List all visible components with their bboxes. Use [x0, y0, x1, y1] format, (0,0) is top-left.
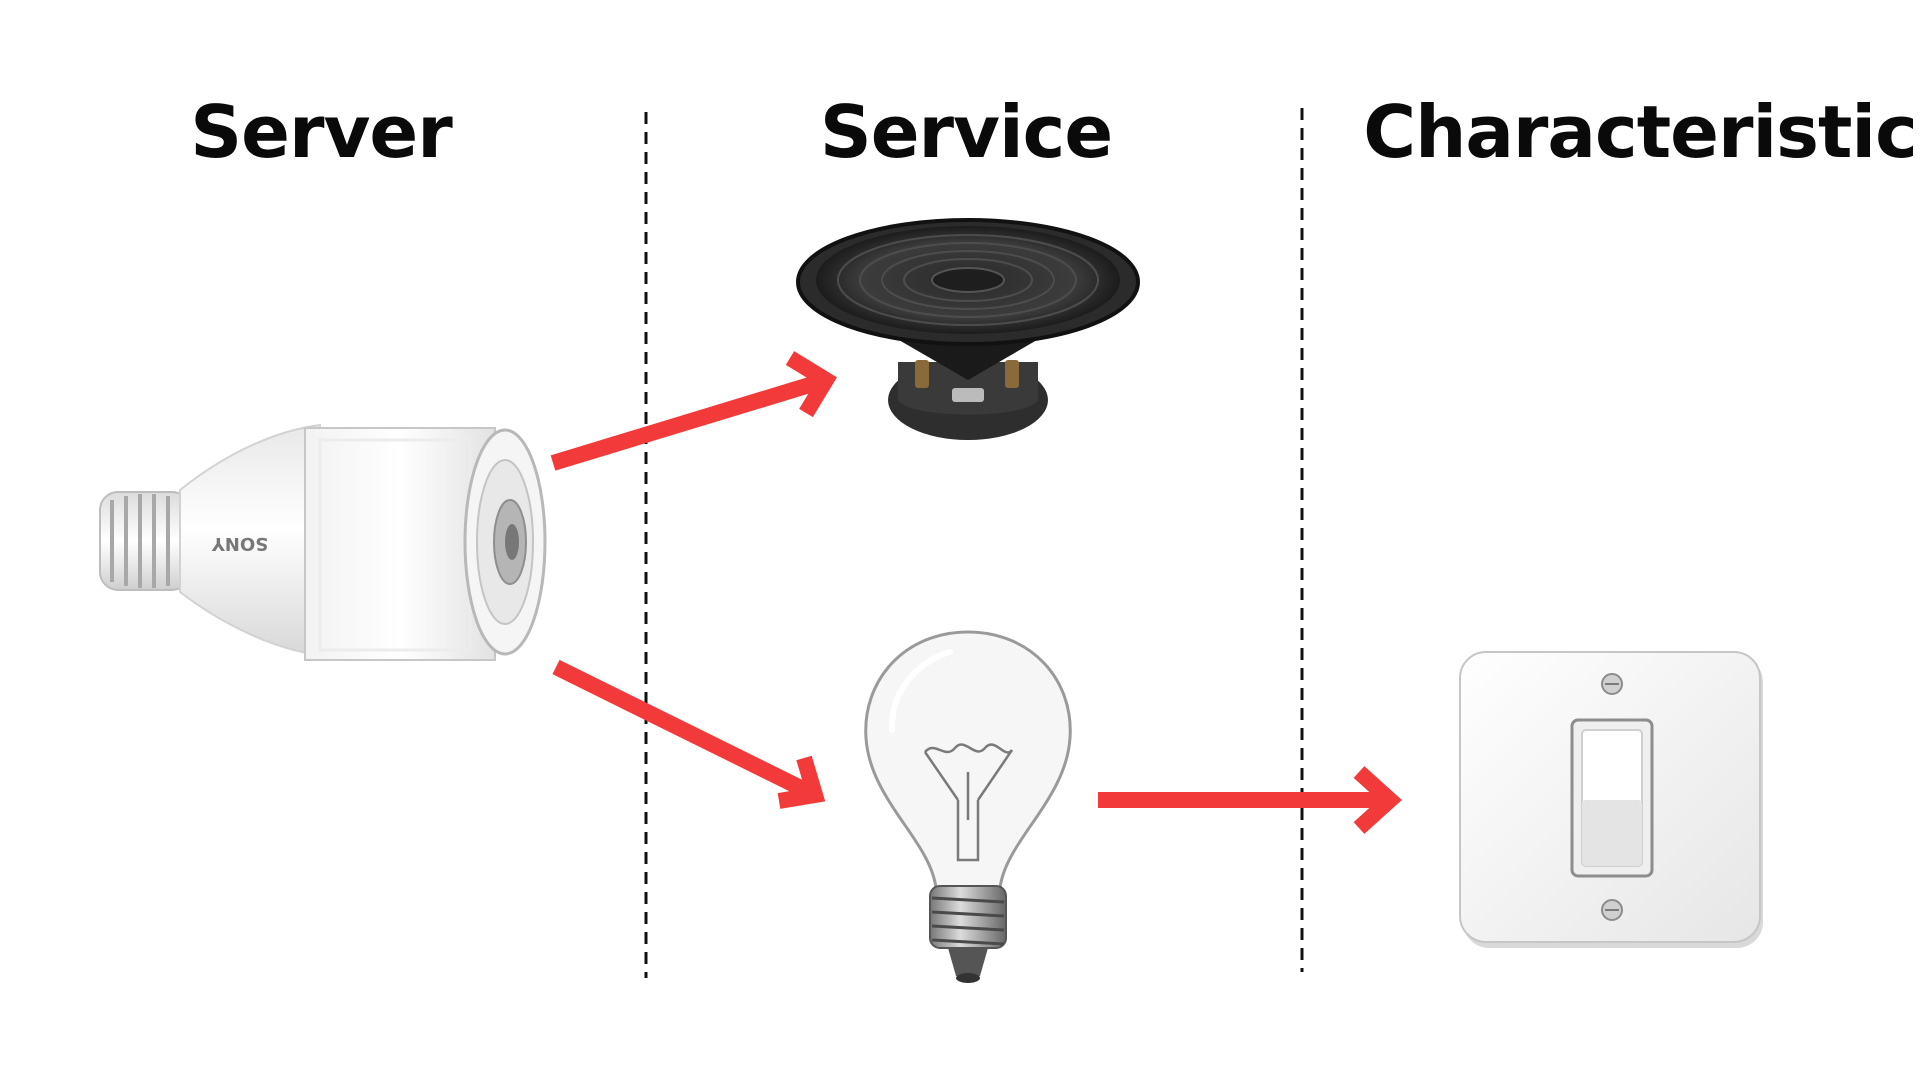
arrow-server-to-bulb — [552, 659, 826, 809]
light-bulb-icon — [864, 630, 1072, 983]
arrows — [550, 351, 1402, 834]
light-switch-icon — [1459, 651, 1763, 948]
server-heading: Server — [190, 90, 452, 174]
characteristic-heading: Characteristic — [1363, 90, 1918, 174]
brand-label: SONY — [211, 533, 268, 554]
arrow-bulb-to-switch — [1098, 766, 1402, 834]
service-heading: Service — [819, 90, 1113, 174]
loudspeaker-icon — [796, 218, 1140, 440]
arrow-server-to-speaker — [550, 351, 837, 471]
speaker-bulb-icon: SONY — [99, 423, 547, 661]
